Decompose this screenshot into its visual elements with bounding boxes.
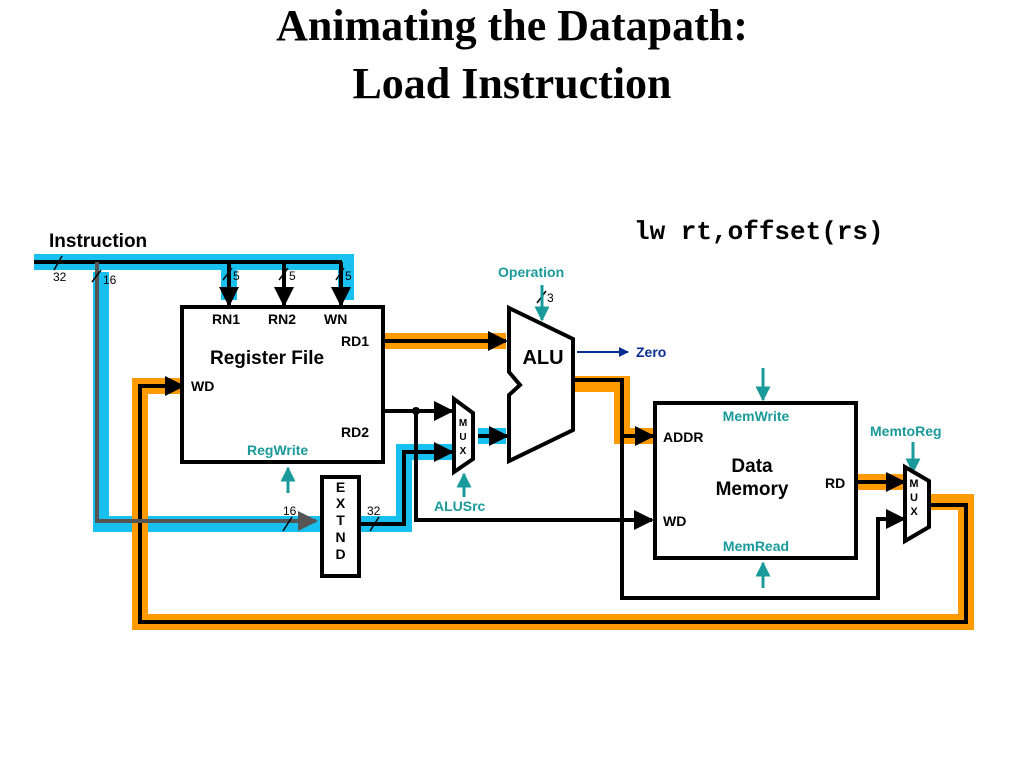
title-line-2: Load Instruction: [352, 59, 672, 108]
bus-slashes: [53, 255, 547, 532]
port-wd: WD: [191, 378, 214, 394]
operation-label: Operation: [498, 264, 564, 280]
instruction-assembly: lw rt,offset(rs): [634, 217, 884, 247]
bus-width-rn2: 5: [289, 269, 296, 283]
data-memory-title-2: Memory: [716, 479, 789, 500]
alu: ALU: [507, 304, 575, 465]
regwrite-label: RegWrite: [247, 442, 308, 458]
extend-letter-e: E: [336, 479, 345, 495]
wires: [34, 260, 968, 624]
extend-out-width: 32: [367, 504, 381, 518]
memtoreg-label: MemtoReg: [870, 423, 942, 439]
register-file-title: Register File: [210, 348, 324, 369]
extend-in-width: 16: [283, 504, 297, 518]
extend-letter-d: D: [335, 546, 345, 562]
bus-width-16: 16: [103, 273, 117, 287]
extend-letter-x: X: [336, 495, 346, 511]
junction-dot: [412, 407, 420, 415]
wire-extend-out: [360, 442, 454, 526]
port-addr: ADDR: [663, 429, 703, 445]
port-rn2: RN2: [268, 311, 296, 327]
mux-letter-x: X: [460, 446, 467, 457]
mux2-letter-u: U: [910, 492, 918, 504]
wire-writeback: [138, 376, 968, 624]
extend-letter-n: N: [335, 529, 345, 545]
port-mem-wd: WD: [663, 513, 686, 529]
port-rn1: RN1: [212, 311, 240, 327]
data-memory: MemWrite ADDR Data Memory RD WD MemRead: [653, 401, 858, 560]
register-file: RN1 RN2 WN RD1 Register File WD RD2 RegW…: [180, 305, 385, 464]
memread-label: MemRead: [723, 538, 789, 554]
bus-width-rn1: 5: [233, 269, 240, 283]
port-rd2: RD2: [341, 424, 369, 440]
data-memory-title-1: Data: [731, 456, 773, 477]
port-wn: WN: [324, 311, 347, 327]
port-rd: RD: [825, 475, 845, 491]
wire-16bit: [95, 262, 318, 531]
memwrite-label: MemWrite: [723, 408, 790, 424]
wire-alu-bypass: [620, 436, 906, 600]
port-rd1: RD1: [341, 333, 369, 349]
mux-letter-u: U: [459, 432, 466, 443]
bus-width-32: 32: [53, 270, 67, 284]
sign-extend-unit: E X T N D: [320, 475, 361, 578]
instruction-label: Instruction: [49, 231, 147, 252]
alusrc-mux: M U X: [452, 395, 475, 476]
gray-wires: [95, 262, 318, 531]
alu-label: ALU: [522, 347, 563, 369]
highlight-16bit-path: [93, 272, 320, 532]
wire-rd2-to-memwd: [414, 411, 654, 530]
title-line-1: Animating the Datapath:: [276, 1, 748, 50]
bus-width-op: 3: [547, 291, 554, 305]
extend-letter-t: T: [336, 512, 345, 528]
mux2-letter-x: X: [910, 506, 918, 518]
mux2-letter-m: M: [909, 478, 918, 490]
alusrc-label: ALUSrc: [434, 498, 486, 514]
memtoreg-mux: M U X: [903, 463, 931, 545]
highlight-instruction-bus: [34, 254, 354, 300]
highlight-alu-to-addr: [575, 376, 655, 444]
bus-width-wn: 5: [345, 269, 352, 283]
zero-label: Zero: [636, 344, 666, 360]
mux-letter-m: M: [459, 418, 467, 429]
wire-alu-to-addr: [575, 378, 655, 446]
